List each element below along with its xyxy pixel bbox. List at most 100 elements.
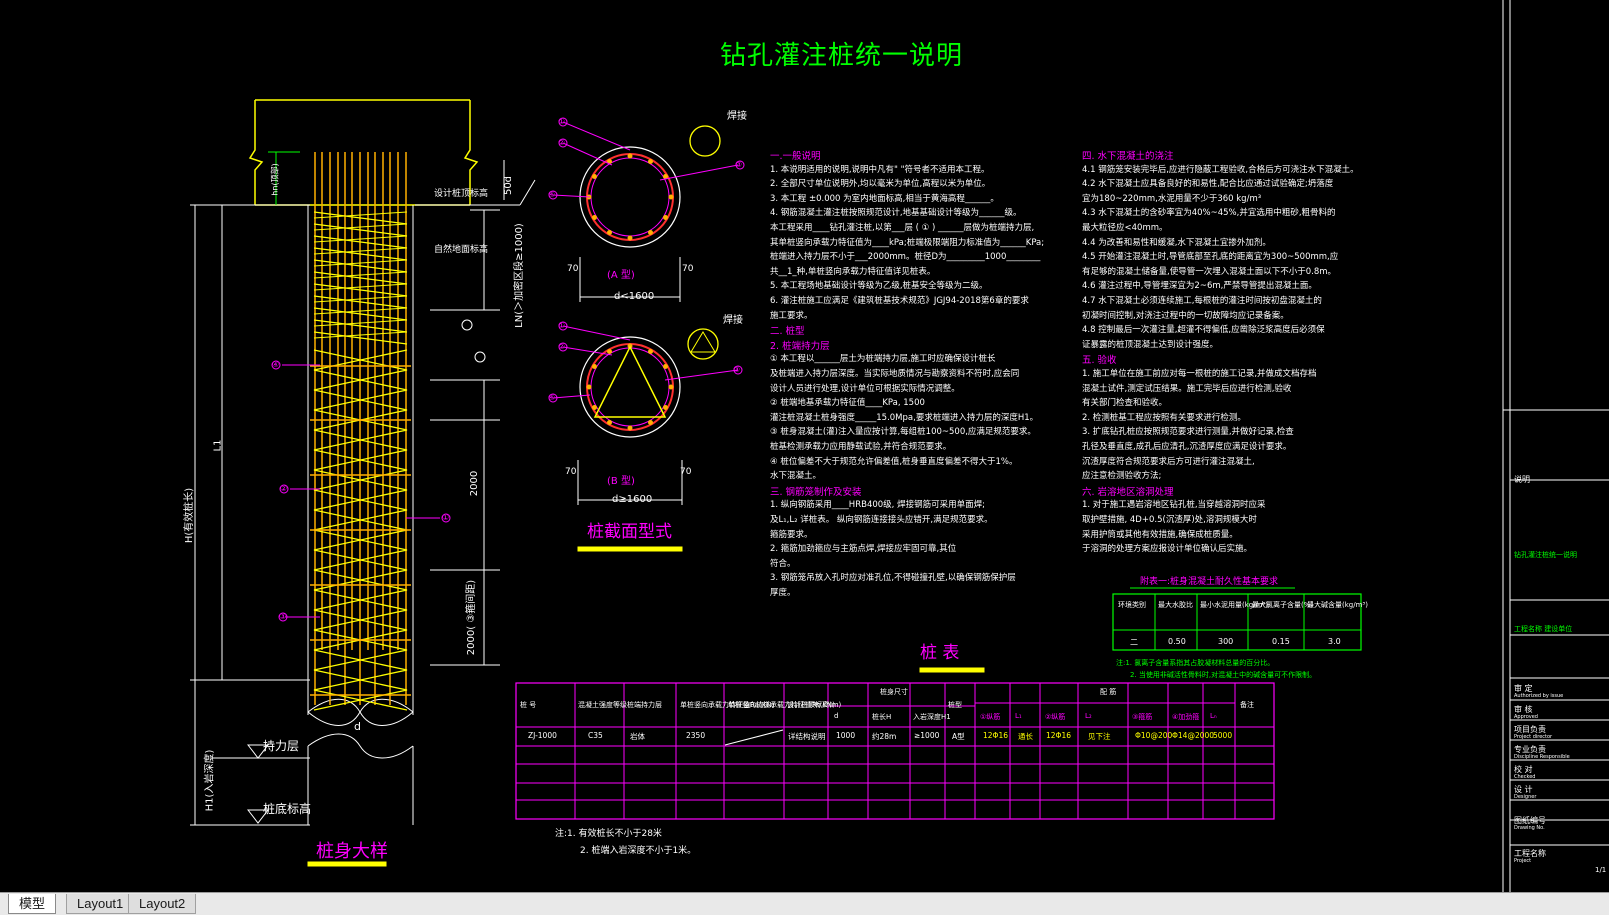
break-line — [307, 698, 414, 726]
section-type-b: (B 型) — [607, 476, 635, 487]
concrete-table-header: 环境类别 — [1118, 601, 1146, 609]
section-marker: ④ — [548, 190, 556, 199]
marker-circle — [279, 484, 289, 494]
notes-line: 于溶洞的处理方案应报设计单位确认后实施。 — [1082, 544, 1253, 555]
pile-table-cell: 通长 — [1018, 732, 1033, 741]
notes-line: 符合。 — [770, 558, 796, 569]
spiral-hoop — [313, 247, 408, 261]
spiral-hoop — [313, 247, 408, 255]
marker-circle — [548, 393, 558, 403]
pile-table-cell: 岩体 — [630, 732, 645, 741]
notes-line: 2. 检测桩基工程应按照有关要求进行检测。 — [1082, 412, 1246, 423]
notes-line: 有足够的混凝土储备量,使导管一次埋入混凝土面以下不小于0.8m。 — [1082, 266, 1337, 277]
title-block-sub: Checked — [1514, 774, 1536, 780]
bar-dot — [586, 384, 592, 390]
spiral-hoop — [313, 319, 408, 327]
bar-dot — [627, 153, 633, 159]
spiral-hoop — [313, 295, 408, 309]
section-marker: ④ — [548, 393, 556, 402]
pile-bottom-label: 桩底标高 — [263, 802, 312, 816]
title-block-text: 钻孔灌注桩统一说明 — [1514, 551, 1577, 559]
leader-line — [562, 121, 631, 151]
tab-layout2[interactable]: Layout2 — [128, 894, 197, 914]
pile-table-cell: 见下注 — [1088, 732, 1111, 741]
bar-dot — [607, 230, 612, 236]
notes-heading: 2. 桩端持力层 — [770, 340, 830, 352]
notes-line: 4.3 水下混凝土的含砂率宜为40%~45%,并宜选用中粗砂,粗骨料的 — [1082, 208, 1336, 219]
pile-table-cell: A型 — [952, 732, 965, 741]
section-b-hoop — [590, 347, 670, 427]
leader-line — [664, 369, 739, 381]
section-type-a: (A 型) — [607, 270, 635, 281]
notes-line: 混凝土试件,测定试压结果。施工完毕后应进行检测,验收 — [1082, 383, 1292, 394]
section-a-hoop — [590, 157, 670, 237]
pile-table-subheader: 入岩深度H1 — [913, 713, 951, 721]
concrete-table-note2: 2. 当使用非碱活性骨料时,对混凝土中的碱含量可不作限制。 — [1130, 671, 1317, 679]
notes-heading: 三. 钢筋笼制作及安装 — [770, 486, 862, 498]
title-block-text: 说明 — [1514, 475, 1530, 484]
pile-table-header: 桩身尺寸 — [880, 688, 908, 696]
marker-circle — [441, 513, 451, 523]
notes-line: 采用护筒或其他有效措施,确保成桩质量。 — [1082, 529, 1238, 540]
caption-underline — [577, 546, 683, 552]
pile-table-subheader: ④加劲箍 — [1172, 713, 1200, 721]
leader-line — [659, 164, 739, 181]
concrete-table-header: 最小水泥用量(kg/m³) — [1200, 601, 1268, 609]
spiral-hoop — [313, 259, 408, 273]
leader-line — [552, 394, 591, 399]
notes-line: 4.7 水下混凝土必须连续施工,每根桩的灌注时间按初盘混凝土的 — [1082, 296, 1322, 306]
bar-dot — [607, 420, 612, 426]
notes-line: 2. 箍筋加劲箍应与主筋点焊,焊接应牢固可靠,其位 — [770, 544, 957, 555]
tab-layout1[interactable]: Layout1 — [66, 894, 135, 914]
bar-dot — [648, 230, 653, 236]
notes-line: ② 桩端地基承载力特征值____KPa, 1500 — [770, 398, 925, 409]
detail-marker: ② — [280, 484, 288, 493]
title-block-sub: Authorized by issue — [1514, 693, 1564, 699]
marker-circle — [278, 612, 288, 622]
detail-marker: ③ — [279, 612, 287, 621]
bar-dot — [591, 215, 597, 220]
spiral-hoop — [313, 307, 408, 321]
notes-line: 4.4 为改善和易性和缓凝,水下混凝土宜掺外加剂。 — [1082, 237, 1271, 248]
section-dim70-a1: 70 — [567, 264, 579, 274]
level-marker — [246, 744, 270, 759]
notes-line: 1. 本说明适用的说明,说明中凡有" "符号者不适用本工程。 — [770, 164, 990, 175]
concrete-table-cell: 0.50 — [1168, 637, 1186, 646]
pile-table-header: 混凝土强度等级 — [578, 701, 627, 709]
notes-line: 3. 本工程 ±0.000 为室内地面标高,相当于黄海高程______。 — [770, 193, 999, 204]
section-dim70-a2: 70 — [682, 264, 694, 274]
notes-line: 及L₁,L₂ 详桩表。 纵向钢筋连接接头应错开,满足规范要求。 — [770, 515, 993, 525]
notes-heading: 一.一般说明 — [770, 151, 821, 162]
detail-caption: 桩身大样 — [316, 841, 388, 862]
detail-marker: ① — [442, 513, 450, 522]
spiral-hoop — [313, 307, 408, 315]
marker-circle — [733, 365, 743, 375]
pile-table-slash — [724, 729, 784, 746]
notes-line: 有关部门检查和验收。 — [1082, 398, 1168, 409]
section-marker: ③ — [733, 365, 741, 374]
concrete-table-frame — [1112, 593, 1362, 651]
bar-dot — [663, 364, 669, 369]
dimension-line — [519, 179, 536, 206]
layout-tab-bar: 模型 Layout1 Layout2 — [0, 892, 1609, 915]
section-hook-b: 焊接 — [723, 315, 743, 326]
leader-line — [562, 142, 613, 166]
pile-table-subheader: d — [834, 712, 839, 720]
pile-table-title: 桩 表 — [920, 643, 960, 663]
pile-table-frame — [515, 682, 1275, 820]
section-a-hook-detail — [689, 125, 721, 157]
notes-heading: 四. 水下混凝土的浇注 — [1082, 151, 1174, 162]
section-hook-a: 焊接 — [727, 111, 747, 122]
notes-line: 3. 钢筋笼吊放入孔时应对准孔位,不得碰撞孔壁,以确保钢筋保护层 — [770, 573, 1016, 584]
marker-circle — [548, 190, 558, 200]
marker-circle — [474, 351, 486, 363]
title-block-text: 工程名称 建设单位 — [1514, 625, 1573, 633]
spiral-hoop — [313, 223, 408, 231]
title-block-sub: Project — [1514, 858, 1532, 864]
bar-dot — [668, 384, 674, 390]
bar-dot — [663, 215, 669, 220]
tab-model[interactable]: 模型 — [8, 894, 57, 914]
bar-dot — [668, 194, 674, 200]
notes-line: 4.8 控制最后一次灌注量,超灌不得偏低,应凿除泛浆高度后必须保 — [1082, 325, 1325, 336]
